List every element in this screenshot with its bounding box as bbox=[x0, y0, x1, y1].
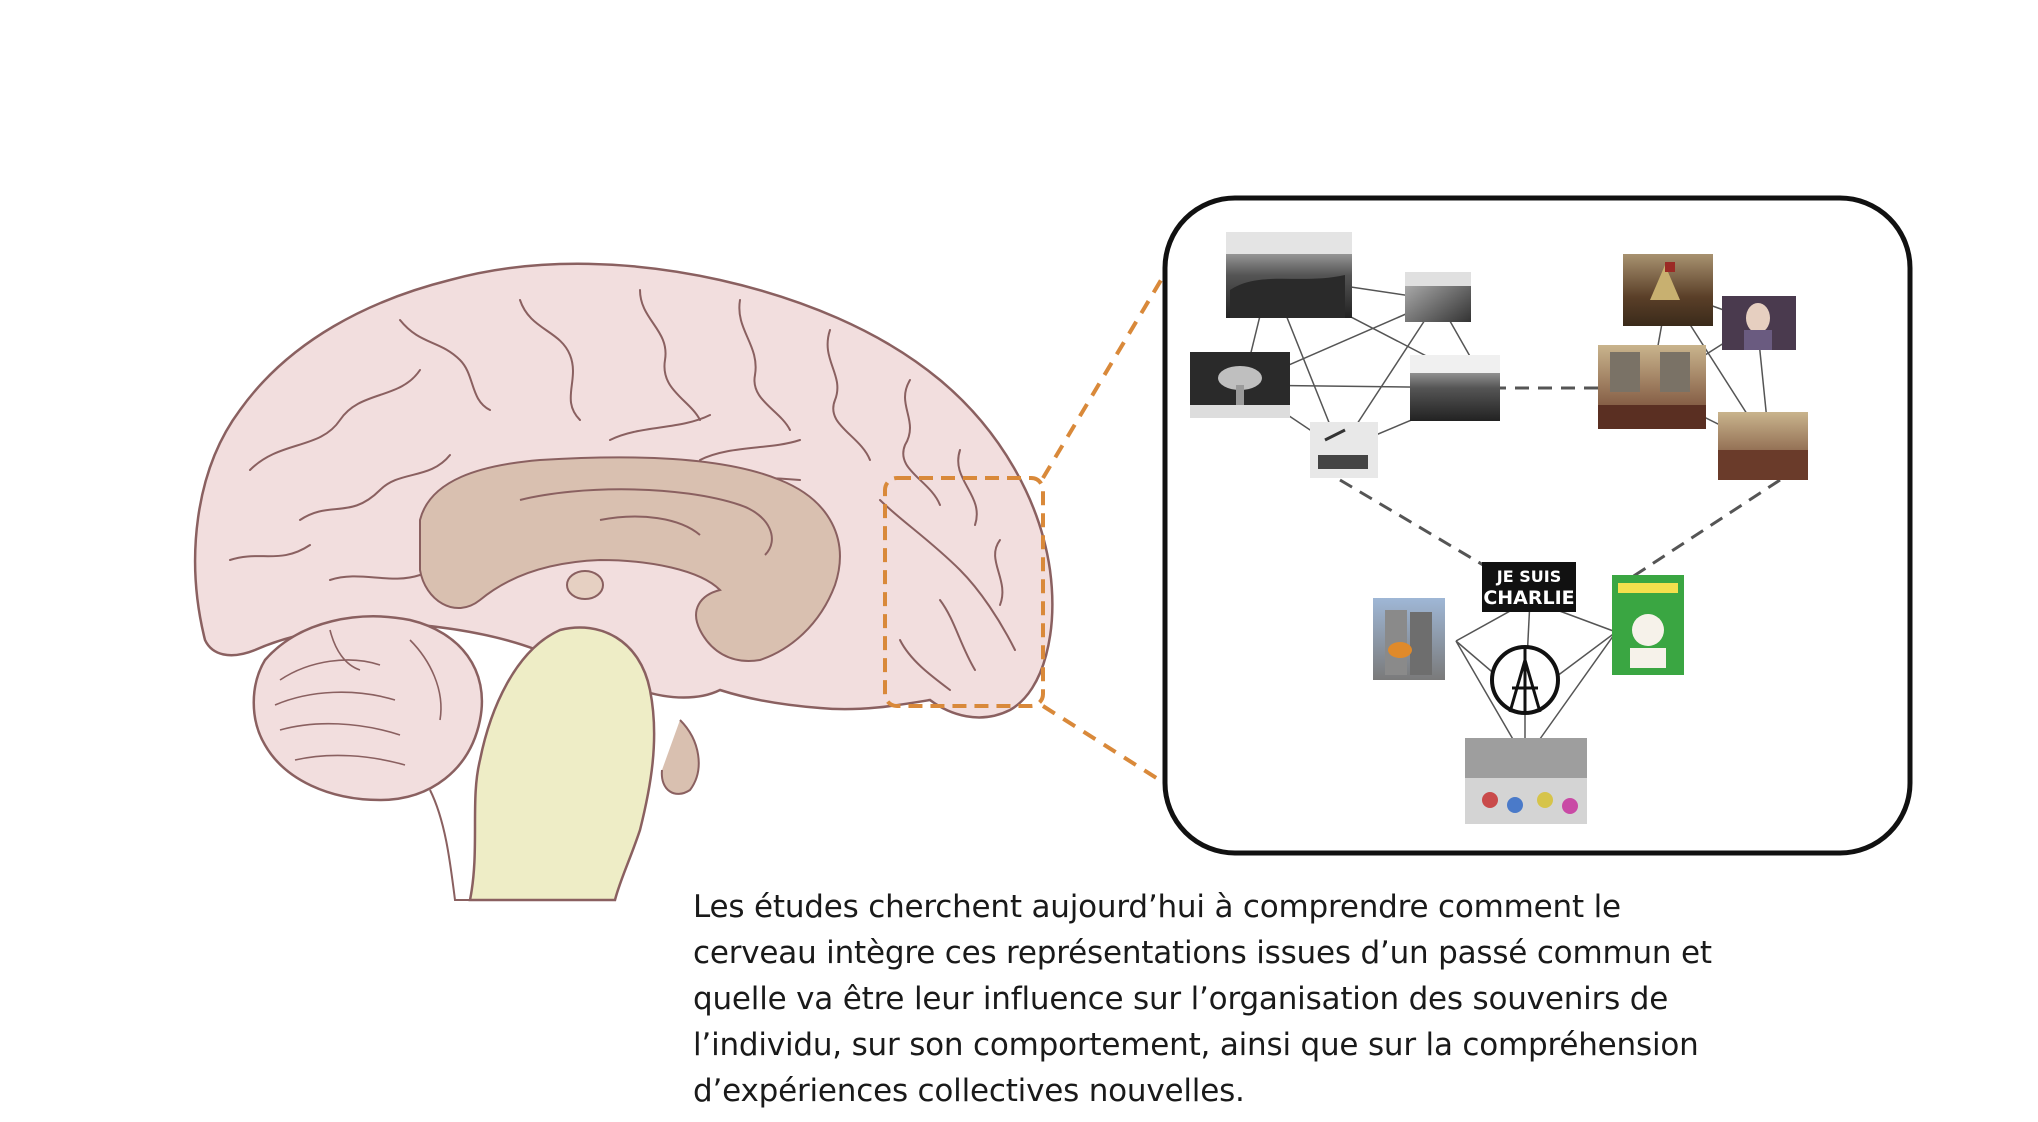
network-links-dashed bbox=[1339, 386, 1781, 587]
photo-node-memorial-crowd bbox=[1465, 738, 1587, 824]
panel-frame bbox=[1162, 195, 1913, 856]
brain-sagittal-illustration bbox=[193, 262, 1054, 902]
photo-node-building-fire bbox=[1373, 598, 1445, 680]
cerebellum bbox=[252, 615, 484, 802]
caption-line: quelle va être leur influence sur l’orga… bbox=[693, 981, 1669, 1017]
photo-node-explosion bbox=[1190, 352, 1290, 418]
photo-node-soldiers bbox=[1405, 272, 1471, 322]
photo-node-voltaire-portrait bbox=[1722, 296, 1796, 350]
photo-node-ship bbox=[1310, 422, 1378, 478]
photo-node-assembly-painting bbox=[1718, 412, 1808, 480]
corpus-callosum bbox=[419, 456, 841, 662]
caption-line: cerveau intègre ces représentations issu… bbox=[693, 935, 1712, 971]
je-suis-text: JE SUIS bbox=[1496, 567, 1561, 586]
prefrontal-highlight-box bbox=[883, 476, 1045, 708]
caption-line: d’expériences collectives nouvelles. bbox=[693, 1073, 1245, 1109]
charlie-text: CHARLIE bbox=[1483, 587, 1574, 609]
figure-caption: Les études cherchent aujourd’hui à compr… bbox=[693, 884, 1823, 1114]
photo-node-liberty-painting bbox=[1623, 254, 1713, 326]
photo-node-crowd bbox=[1410, 355, 1500, 421]
brainstem bbox=[468, 626, 656, 902]
photo-node-beach-landing bbox=[1226, 232, 1352, 318]
caption-line: Les études cherchent aujourd’hui à compr… bbox=[693, 889, 1621, 925]
peace-for-paris-symbol-icon bbox=[1490, 645, 1560, 715]
je-suis-charlie-sign: JE SUIS CHARLIE bbox=[1482, 562, 1576, 612]
zoom-connector-lines bbox=[1041, 263, 1212, 814]
charlie-hebdo-cover bbox=[1612, 575, 1684, 675]
memory-network-panel: JE SUIS CHARLIE bbox=[1162, 195, 1913, 856]
photo-node-bastille-painting bbox=[1598, 345, 1706, 429]
caption-line: l’individu, sur son comportement, ainsi … bbox=[693, 1027, 1699, 1063]
thalamus bbox=[566, 570, 604, 600]
